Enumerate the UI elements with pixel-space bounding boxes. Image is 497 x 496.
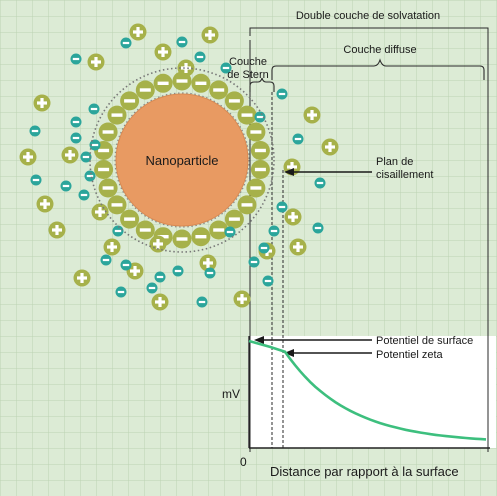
surface-potential-arrow bbox=[254, 336, 372, 344]
ring-ion-icon bbox=[135, 80, 155, 100]
zeta-potential-arrow bbox=[284, 349, 372, 357]
ring-ion-icon bbox=[107, 195, 127, 215]
diffuse-layer-brace bbox=[271, 58, 485, 80]
ring-ion-icon bbox=[120, 91, 140, 111]
ring-ion-icon bbox=[120, 209, 140, 229]
plus-ion-icon bbox=[61, 146, 79, 164]
plus-ion-icon bbox=[303, 106, 321, 124]
minus-ion-icon bbox=[176, 36, 188, 48]
double-layer-bracket bbox=[249, 27, 489, 36]
plus-ion-icon bbox=[321, 138, 339, 156]
plus-ion-icon bbox=[91, 203, 109, 221]
minus-ion-icon bbox=[146, 282, 158, 294]
minus-ion-icon bbox=[292, 133, 304, 145]
minus-ion-icon bbox=[268, 225, 280, 237]
minus-ion-icon bbox=[29, 125, 41, 137]
minus-ion-icon bbox=[30, 174, 42, 186]
ring-ion-icon bbox=[98, 122, 118, 142]
ring-ion-icon bbox=[250, 160, 270, 179]
nanoparticle-sphere bbox=[115, 93, 249, 227]
plus-ion-icon bbox=[73, 269, 91, 287]
stern-layer-label-line1: Couche bbox=[229, 56, 267, 68]
shear-plane-label-line2: cisaillement bbox=[376, 169, 433, 181]
minus-ion-icon bbox=[70, 132, 82, 144]
zeta-potential-label: Potentiel zeta bbox=[376, 349, 444, 361]
y-axis-unit: mV bbox=[222, 387, 240, 401]
potential-curve bbox=[248, 339, 487, 441]
minus-ion-icon bbox=[262, 275, 274, 287]
plus-ion-icon bbox=[87, 53, 105, 71]
minus-ion-icon bbox=[204, 267, 216, 279]
ring-ion-icon bbox=[237, 105, 257, 125]
stern-boundary-ring bbox=[89, 67, 275, 253]
ring-ion-icon bbox=[153, 73, 173, 93]
minus-ion-icon bbox=[258, 242, 270, 254]
minus-ion-icon bbox=[154, 271, 166, 283]
shear-plane-label-line1: Plan de bbox=[376, 156, 413, 168]
minus-ion-icon bbox=[70, 53, 82, 65]
plus-ion-icon bbox=[284, 208, 302, 226]
ring-ion-icon bbox=[191, 227, 211, 247]
minus-ion-icon bbox=[194, 51, 206, 63]
ring-ion-icon bbox=[224, 209, 244, 229]
ring-ion-icon bbox=[107, 105, 127, 125]
ring-ion-icon bbox=[191, 73, 211, 93]
plus-ion-icon bbox=[103, 238, 121, 256]
minus-ion-icon bbox=[120, 259, 132, 271]
minus-ion-icon bbox=[172, 265, 184, 277]
plus-ion-icon bbox=[201, 26, 219, 44]
plus-ion-icon bbox=[36, 195, 54, 213]
minus-ion-icon bbox=[88, 103, 100, 115]
ring-ion-icon bbox=[209, 80, 229, 100]
double-layer-label: Double couche de solvatation bbox=[296, 10, 440, 22]
origin-label: 0 bbox=[240, 455, 247, 469]
minus-ion-icon bbox=[276, 88, 288, 100]
plus-ion-icon bbox=[149, 235, 167, 253]
minus-ion-icon bbox=[60, 180, 72, 192]
minus-ion-icon bbox=[70, 116, 82, 128]
minus-ion-icon bbox=[78, 189, 90, 201]
plus-ion-icon bbox=[154, 43, 172, 61]
minus-ion-icon bbox=[224, 226, 236, 238]
ring-ion-icon bbox=[172, 229, 192, 249]
ring-ion-icon bbox=[224, 91, 244, 111]
inner-boundary-ring bbox=[114, 92, 250, 228]
nanoparticle-label: Nanoparticle bbox=[146, 153, 219, 168]
ring-ion-icon bbox=[237, 195, 257, 215]
ring-ion-icon bbox=[246, 178, 266, 198]
minus-ion-icon bbox=[248, 256, 260, 268]
diffuse-layer-label: Couche diffuse bbox=[343, 44, 416, 56]
plus-ion-icon bbox=[19, 148, 37, 166]
minus-ion-icon bbox=[276, 201, 288, 213]
stern-layer-brace bbox=[249, 77, 275, 92]
plus-ion-icon bbox=[33, 94, 51, 112]
ring-ion-icon bbox=[94, 160, 114, 179]
plus-ion-icon bbox=[151, 293, 169, 311]
minus-ion-icon bbox=[312, 222, 324, 234]
minus-ion-icon bbox=[84, 170, 96, 182]
ring-ion-icon bbox=[98, 178, 118, 198]
minus-ion-icon bbox=[120, 37, 132, 49]
x-axis-label: Distance par rapport à la surface bbox=[270, 464, 459, 479]
minus-ion-icon bbox=[254, 111, 266, 123]
ring-ion-icon bbox=[135, 220, 155, 240]
stern-layer-label-line2: de Stern bbox=[227, 69, 269, 81]
minus-ion-icon bbox=[100, 254, 112, 266]
surface-potential-label: Potentiel de surface bbox=[376, 335, 473, 347]
shear-plane-arrow bbox=[284, 168, 372, 176]
ring-ion-icon bbox=[250, 141, 270, 160]
plus-ion-icon bbox=[233, 290, 251, 308]
plus-ion-icon bbox=[129, 23, 147, 41]
plus-ion-icon bbox=[289, 238, 307, 256]
plus-ion-icon bbox=[48, 221, 66, 239]
minus-ion-icon bbox=[314, 177, 326, 189]
minus-ion-icon bbox=[115, 286, 127, 298]
ring-ion-icon bbox=[246, 122, 266, 142]
minus-ion-icon bbox=[196, 296, 208, 308]
